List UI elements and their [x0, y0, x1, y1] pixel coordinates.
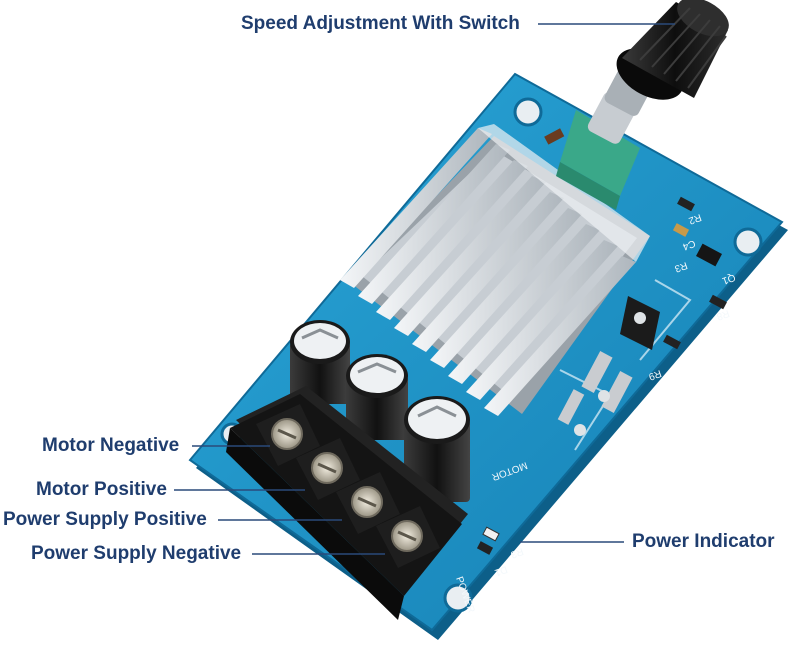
mounting-hole-icon	[733, 227, 763, 257]
screw-icon	[376, 506, 440, 568]
mark-r9: R9	[647, 367, 663, 382]
mosfets	[557, 296, 660, 436]
capacitor	[290, 320, 350, 404]
label-power-supply-positive: Power Supply Positive	[3, 509, 207, 530]
mounting-hole-icon	[513, 97, 543, 127]
leader-lines	[174, 23, 675, 555]
screw-icon	[256, 404, 320, 466]
mark-r8: R8	[715, 307, 731, 322]
capacitor	[346, 354, 408, 440]
label-power-indicator: Power Indicator	[632, 531, 775, 552]
potentiometer-knob-icon[interactable]	[608, 0, 735, 110]
screw-icon	[336, 472, 400, 534]
power-led	[482, 526, 500, 542]
label-motor-negative: Motor Negative	[42, 435, 180, 456]
mark-r3: R3	[673, 259, 689, 274]
mark-r2: R2	[687, 211, 703, 226]
label-motor-positive: Motor Positive	[36, 479, 167, 500]
mark-c4: C4	[681, 237, 697, 252]
mark-d1: D1	[493, 563, 509, 578]
label-power-supply-negative: Power Supply Negative	[31, 543, 242, 564]
mounting-hole-icon	[443, 583, 473, 613]
smd-components	[476, 196, 727, 555]
screw-icon	[296, 438, 360, 500]
terminal-block	[226, 386, 468, 620]
heatsink	[340, 124, 650, 416]
mark-q1: Q1	[720, 271, 737, 286]
label-speed-adjustment: Speed Adjustment With Switch	[241, 13, 520, 34]
mark-r3-power: R3	[509, 545, 525, 560]
